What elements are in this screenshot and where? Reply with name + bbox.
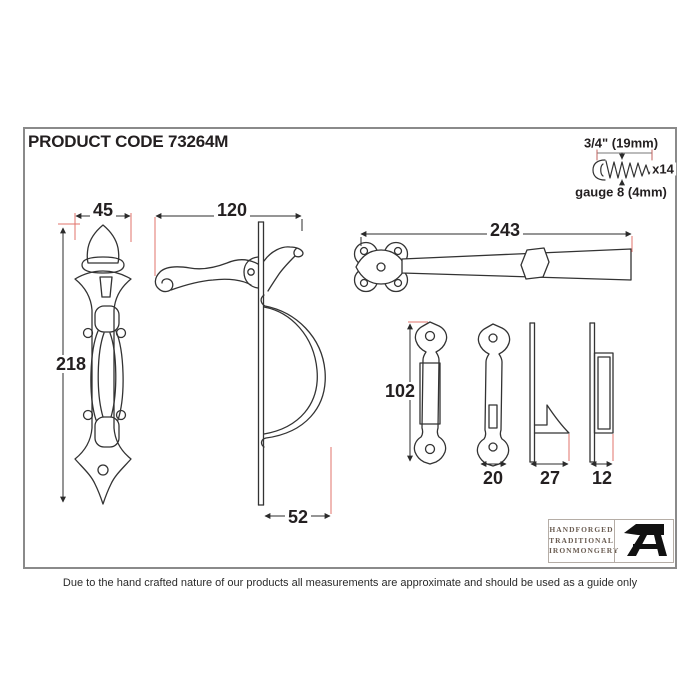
dim-label-handle-height: 218 <box>52 355 90 373</box>
product-code: PRODUCT CODE 73264M <box>28 132 229 151</box>
footer-note: Due to the hand crafted nature of our pr… <box>62 577 638 589</box>
handle-side-dimensions <box>154 217 332 514</box>
dim-label-keep-width: 20 <box>479 469 507 487</box>
brand-line-3: IRONMONGERY <box>549 546 620 555</box>
dim-label-handle-width: 45 <box>89 201 117 219</box>
handle-front-view <box>74 224 132 505</box>
dim-label-catch-projection: 27 <box>536 469 564 487</box>
screw-drawing <box>592 146 653 187</box>
latch-bar-view <box>353 241 632 293</box>
bracket-dimensions <box>590 434 614 467</box>
keep-plate-front-view <box>413 321 448 465</box>
screw-quantity-label: x14 <box>650 161 676 177</box>
dim-label-latch-bar-length: 243 <box>486 221 524 239</box>
screw-gauge-label: gauge 8 (4mm) <box>573 184 669 200</box>
catch-dimensions <box>530 434 570 467</box>
brand-line-2: TRADITIONAL <box>549 535 614 545</box>
handle-side-view <box>154 221 326 506</box>
handle-side-dim-lines <box>155 213 331 519</box>
anvil-icon <box>624 524 667 556</box>
dim-label-lever-projection: 120 <box>213 201 251 219</box>
screw-length-label: 3/4" (19mm) <box>581 135 661 151</box>
bracket-side-view <box>589 322 614 463</box>
logo-divider <box>614 520 615 562</box>
dim-label-bow-projection: 52 <box>284 508 312 526</box>
dim-label-bracket-projection: 12 <box>588 469 616 487</box>
catch-side-view <box>529 322 570 463</box>
brand-logo-box: HANDFORGED TRADITIONAL IRONMONGERY <box>548 519 674 563</box>
drawing-frame <box>23 127 677 569</box>
handle-front-dimensions <box>58 213 132 242</box>
brand-logo-text: HANDFORGED TRADITIONAL IRONMONGERY <box>549 525 620 557</box>
slotted-keep-plate-view <box>476 323 511 467</box>
dim-label-keep-height: 102 <box>381 382 419 400</box>
brand-line-1: HANDFORGED <box>549 525 614 534</box>
